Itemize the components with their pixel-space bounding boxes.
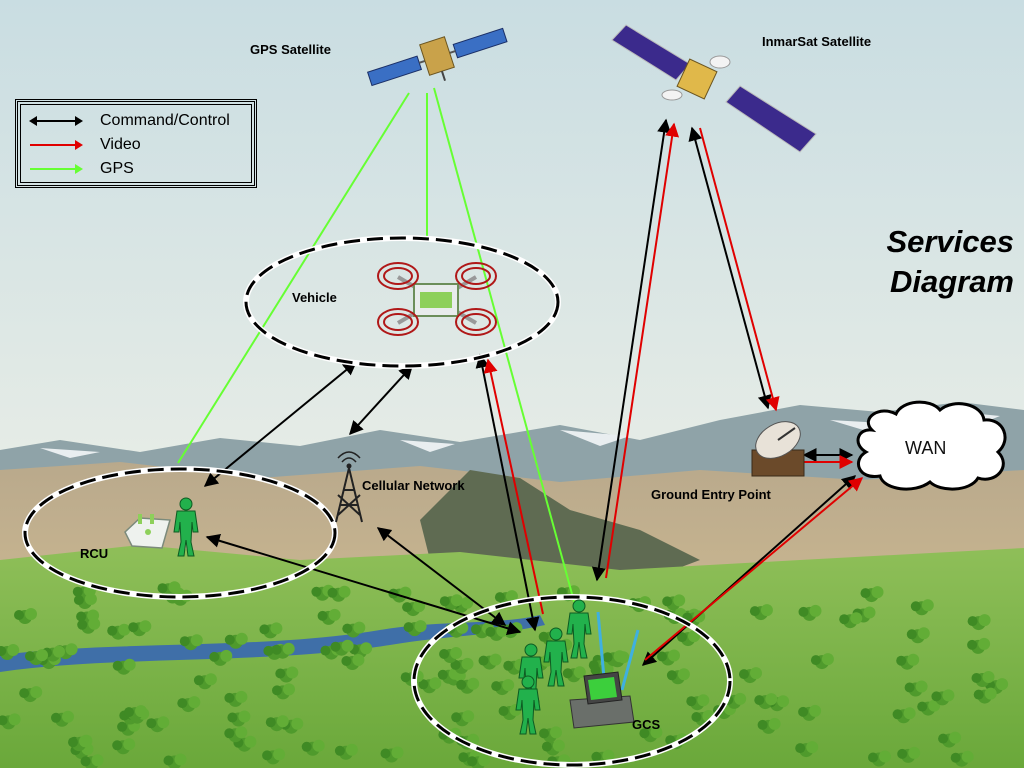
quadcopter-icon	[377, 262, 497, 336]
legend-item-gps: GPS	[28, 159, 134, 179]
vehicle-ellipse	[244, 236, 560, 368]
legend-label: GPS	[100, 160, 134, 177]
video-gcs-inmarsat	[605, 122, 680, 579]
legend: Command/Control Video GPS	[15, 99, 257, 188]
vehicle-label: Vehicle	[292, 290, 337, 305]
cc-inmarsat-gcs	[591, 118, 672, 582]
ground-entry-point-label: Ground Entry Point	[651, 487, 771, 502]
gcs-terminal-icon	[569, 611, 640, 729]
video-inmarsat-gep	[699, 127, 780, 412]
title-line-2: Diagram	[889, 264, 1014, 299]
ground-entry-dish-icon	[751, 421, 805, 477]
cc-inmarsat-gep	[688, 126, 772, 410]
gcs-ellipse	[412, 595, 732, 767]
inmarsat-satellite-label: InmarSat Satellite	[762, 34, 872, 49]
gps-satellite-label: GPS Satellite	[250, 42, 331, 57]
video-vehicle-gcs	[483, 358, 544, 615]
cc-vehicle-cellular	[349, 364, 413, 436]
wan-cloud	[856, 400, 1007, 491]
gcs-label: GCS	[632, 717, 661, 732]
gps-link-gcs	[433, 87, 576, 606]
green-arrow-icon	[30, 164, 83, 174]
legend-item-video: Video	[28, 135, 141, 155]
legend-label: Video	[100, 136, 141, 153]
legend-label: Command/Control	[100, 112, 230, 129]
rcu-controller-icon	[124, 514, 171, 549]
rcu-ellipse	[23, 467, 337, 599]
cellular-tower-icon	[335, 451, 363, 523]
diagram-title: Services Diagram	[886, 222, 1014, 302]
title-line-1: Services	[886, 224, 1014, 259]
gps-satellite-icon	[366, 27, 508, 87]
legend-item-command-control: Command/Control	[28, 111, 230, 131]
cellular-network-label: Cellular Network	[362, 478, 465, 493]
red-arrow-icon	[30, 140, 83, 150]
video-gcs-wan	[644, 477, 864, 661]
cc-wan-gcs	[641, 475, 857, 666]
cc-vehicle-rcu	[203, 361, 358, 487]
wan-label: WAN	[905, 438, 947, 458]
rcu-label: RCU	[80, 546, 109, 561]
inmarsat-satellite-icon	[611, 24, 817, 153]
double-arrow-icon	[29, 116, 83, 126]
cc-vehicle-gcs	[475, 353, 540, 632]
